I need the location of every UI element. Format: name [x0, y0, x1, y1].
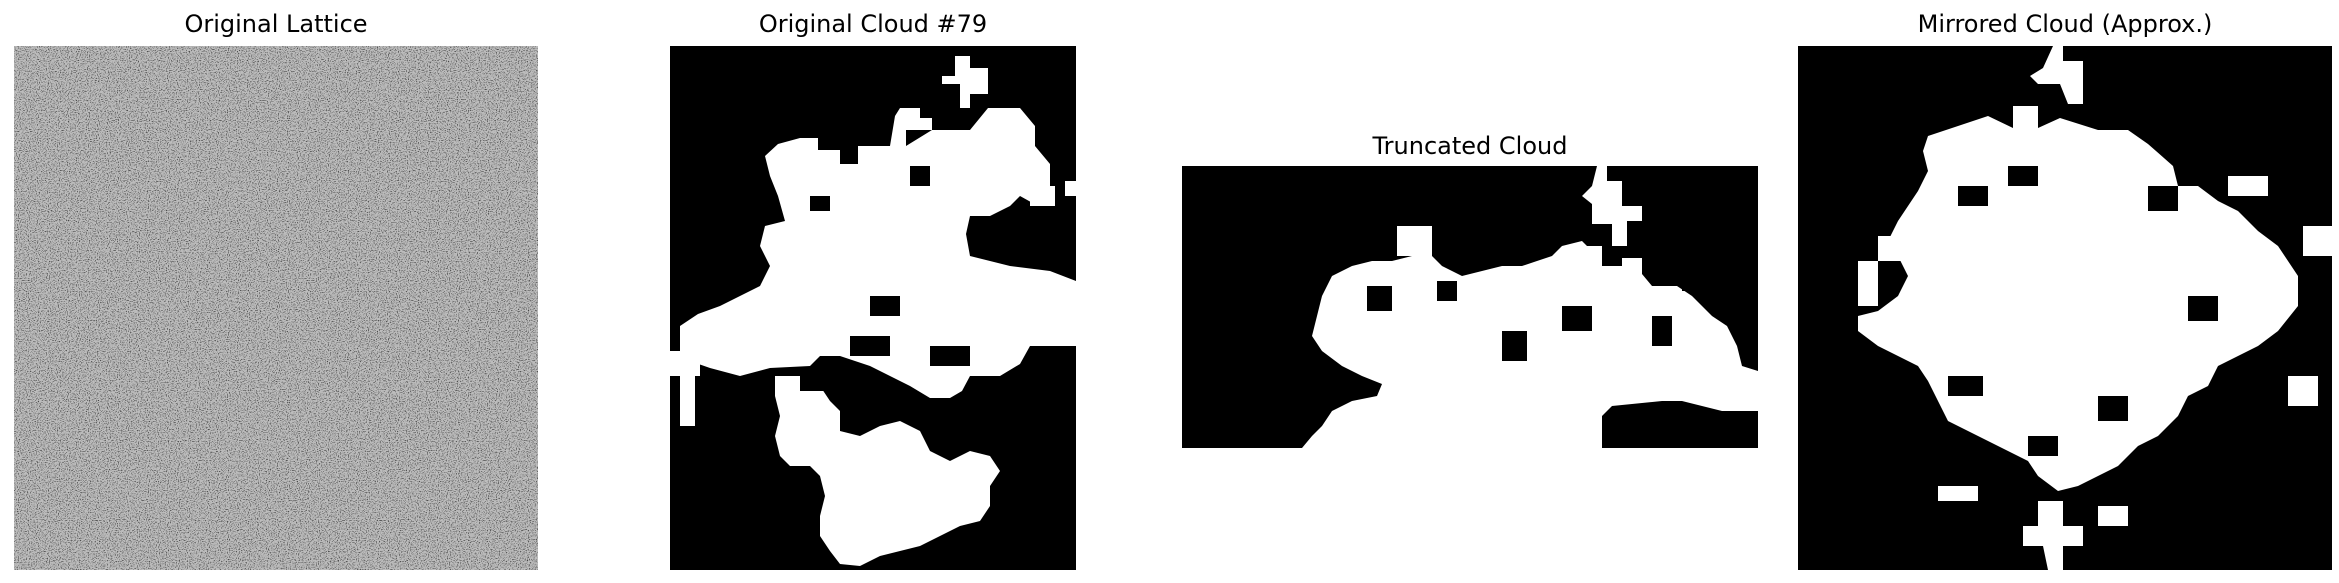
- panel-title: Mirrored Cloud (Approx.): [1917, 10, 2213, 38]
- panel-title: Truncated Cloud: [1372, 132, 1568, 160]
- panel-title: Original Cloud #79: [758, 10, 988, 38]
- panel-title: Original Lattice: [184, 10, 368, 38]
- lattice-image: [14, 46, 538, 570]
- cloud-image: [670, 46, 1076, 570]
- mirrored-cloud-image: [1798, 46, 2332, 570]
- truncated-cloud-image: [1182, 166, 1758, 448]
